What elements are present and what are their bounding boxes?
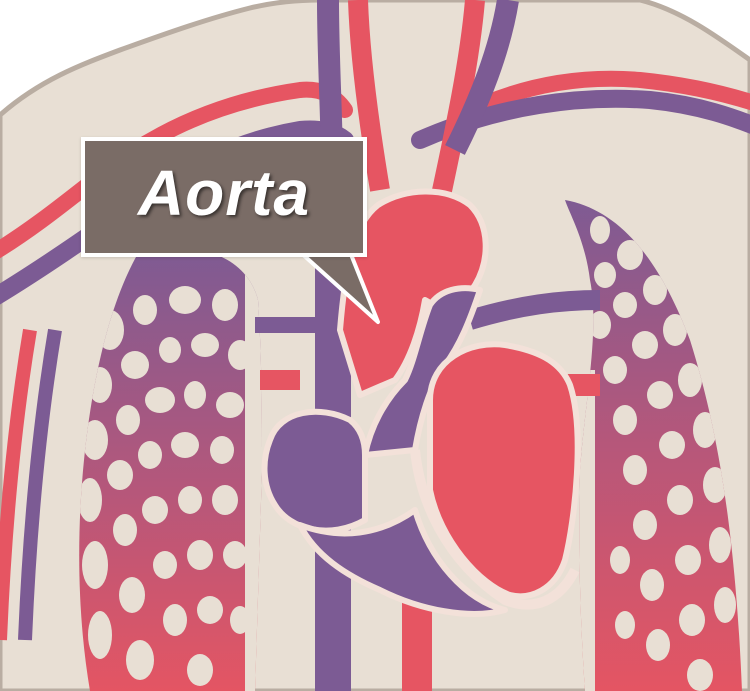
aorta-callout: Aorta [81, 137, 367, 257]
callout-label: Aorta [137, 157, 311, 229]
right-atrium [261, 408, 368, 534]
carotid-artery-left [348, 0, 390, 192]
heart [261, 188, 581, 617]
right-ventricle [297, 507, 508, 617]
pulmonary-artery-right [467, 290, 601, 330]
callout-box [81, 137, 367, 257]
heart-septum [410, 449, 580, 610]
left-lower-vein [18, 328, 62, 641]
left-lower-artery [0, 328, 37, 641]
jugular-vein-right [445, 0, 519, 155]
carotid-artery-right [430, 0, 485, 203]
right-artery [452, 70, 750, 123]
left-artery [0, 81, 353, 259]
